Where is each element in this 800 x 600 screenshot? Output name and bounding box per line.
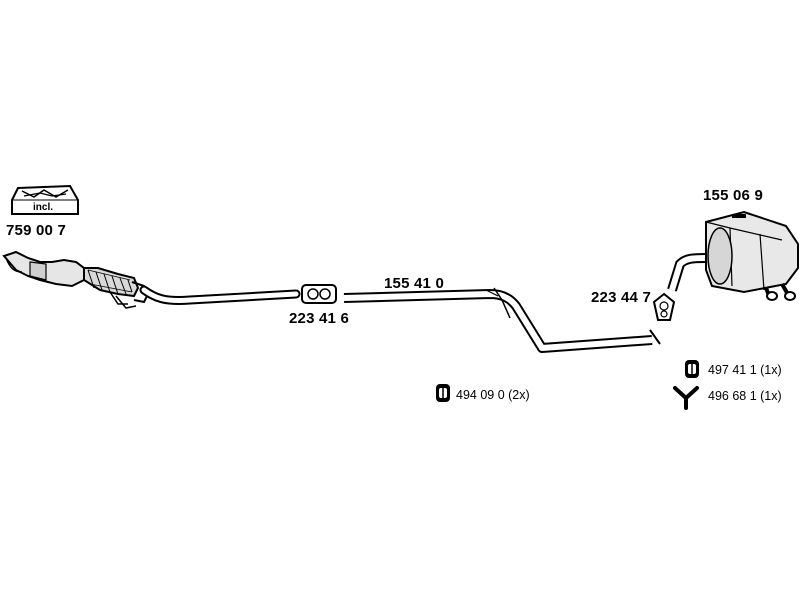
- part-number-rear-silencer: 155 06 9: [703, 187, 763, 204]
- middle-pipe: [343, 287, 661, 353]
- rear-silencer: [667, 210, 799, 301]
- part-number-middle-pipe: 155 41 0: [384, 275, 444, 292]
- rubber-mount-icon: [685, 360, 699, 378]
- hanger-bracket-icon: [673, 386, 699, 410]
- legend-item-bracket: 496 68 1 (1x): [708, 389, 782, 403]
- clamp-front-icon: [301, 284, 337, 304]
- kit-box-icon: [11, 184, 79, 215]
- catalytic-converter: [2, 250, 301, 309]
- rubber-mount-icon: [436, 384, 450, 402]
- part-number-clamp-front: 223 41 6: [289, 310, 349, 327]
- part-number-clamp-rear: 223 44 7: [591, 289, 651, 306]
- part-number-catalytic-converter: 759 00 7: [6, 222, 66, 239]
- clamp-rear-icon: [652, 292, 676, 321]
- legend-item-mount-2: 497 41 1 (1x): [708, 363, 782, 377]
- legend-item-mount-1: 494 09 0 (2x): [456, 388, 530, 402]
- kit-label: incl.: [33, 202, 54, 213]
